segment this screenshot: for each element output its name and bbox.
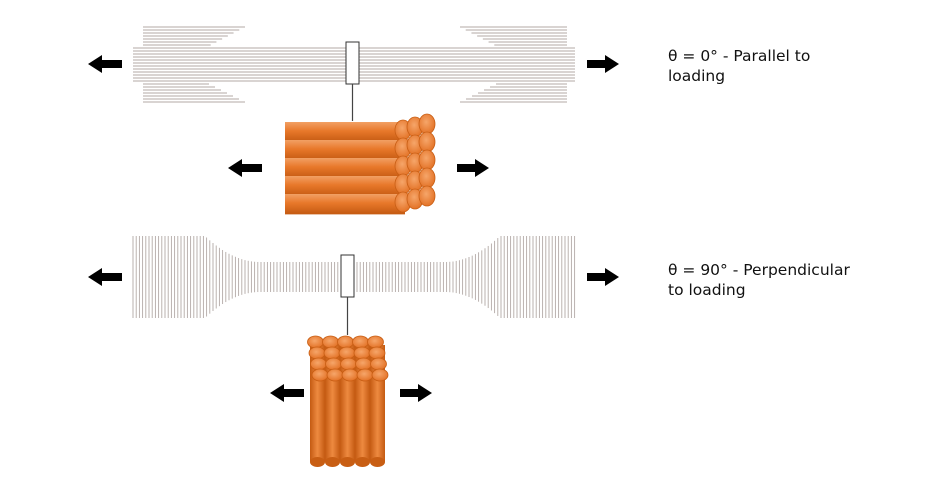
fiber-end-cap [311, 368, 329, 382]
fiber-end-cap [326, 368, 344, 382]
parallel-caption: θ = 0° - Parallel to loading [668, 46, 938, 86]
parallel-caption-line1: θ = 0° - Parallel to [668, 47, 811, 65]
fiber-end-cap [355, 357, 372, 371]
fiber-rod-bottom [325, 457, 340, 467]
fiber-end-cap [310, 357, 327, 371]
arrow-left-icon [88, 268, 122, 286]
fiber-end-cap [418, 185, 436, 207]
fiber-end-cap [353, 346, 371, 360]
arrow-left-icon [270, 384, 304, 402]
arrow-left-icon [88, 55, 122, 73]
fiber-end-cap [367, 335, 384, 349]
fiber-end-cap [418, 113, 436, 135]
fiber-end-cap [368, 346, 386, 360]
parallel-gauge-marker [345, 41, 360, 85]
fiber-end-cap [370, 357, 387, 371]
fiber-end-cap [325, 357, 342, 371]
fiber-rod [285, 194, 405, 214]
fiber-rod-bottom [355, 457, 370, 467]
fiber-end-cap [418, 149, 436, 171]
perpendicular-caption-line2: to loading [668, 281, 746, 299]
fiber-rod [285, 140, 405, 160]
fiber-end-cap [308, 346, 326, 360]
perpendicular-caption: θ = 90° - Perpendicular to loading [668, 260, 938, 300]
fiber-end-cap [337, 335, 354, 349]
arrow-right-icon [587, 268, 619, 286]
parallel-caption-line2: loading [668, 67, 726, 85]
perpendicular-fiber-bundle [307, 335, 389, 467]
fiber-end-cap [307, 335, 324, 349]
fiber-rod [285, 158, 405, 178]
perpendicular-gauge-marker [340, 254, 355, 298]
fiber-end-cap [323, 346, 341, 360]
fiber-end-cap [418, 167, 436, 189]
fiber-end-cap [356, 368, 374, 382]
fiber-rod [285, 176, 405, 196]
fiber-end-cap [341, 368, 359, 382]
fiber-rod [285, 122, 405, 142]
fiber-end-cap [352, 335, 369, 349]
perpendicular-specimen [132, 236, 576, 318]
fiber-end-cap [418, 131, 436, 153]
fiber-end-cap [371, 368, 389, 382]
perpendicular-caption-line1: θ = 90° - Perpendicular [668, 261, 850, 279]
fiber-rod-bottom [370, 457, 385, 467]
fiber-end-cap [338, 346, 356, 360]
fiber-rod-bottom [310, 457, 325, 467]
fiber-end-cap [340, 357, 357, 371]
arrow-right-icon [587, 55, 619, 73]
fiber-rod-bottom [340, 457, 355, 467]
fiber-end-cap [322, 335, 339, 349]
arrow-right-icon [400, 384, 432, 402]
arrow-right-icon [457, 159, 489, 177]
parallel-fiber-bundle [285, 113, 436, 215]
arrow-left-icon [228, 159, 262, 177]
